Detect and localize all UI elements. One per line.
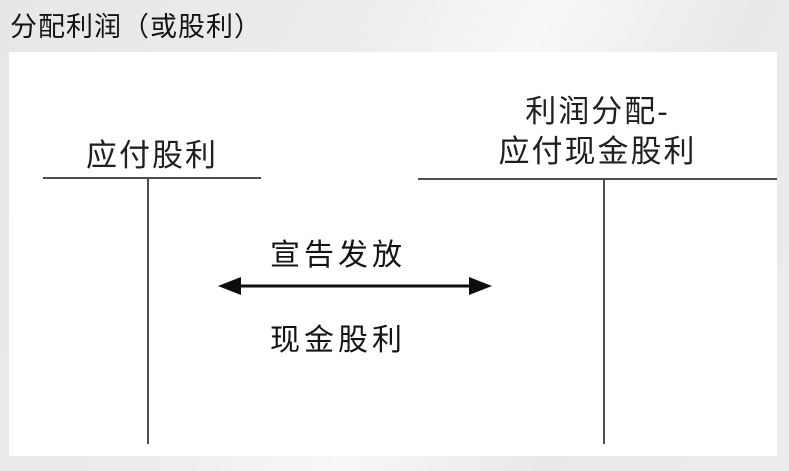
right-account-title: 利润分配- 应付现金股利 [418,92,777,172]
right-account-title-line1: 利润分配- [525,94,670,130]
flow-label-bottom: 现金股利 [270,323,406,358]
left-account-top-line [43,177,261,179]
right-account-title-line2: 应付现金股利 [498,134,697,170]
right-account-divider-line [603,179,605,444]
left-right-arrow-icon [218,276,492,296]
right-account-top-line [418,178,777,180]
left-account-divider-line [147,178,149,444]
left-account-title: 应付股利 [86,138,218,174]
diagram-panel: 应付股利 利润分配- 应付现金股利 宣告发放 现金股利 [9,52,777,456]
page-title: 分配利润（或股利） [10,12,262,42]
flow-label-top: 宣告发放 [270,238,406,273]
